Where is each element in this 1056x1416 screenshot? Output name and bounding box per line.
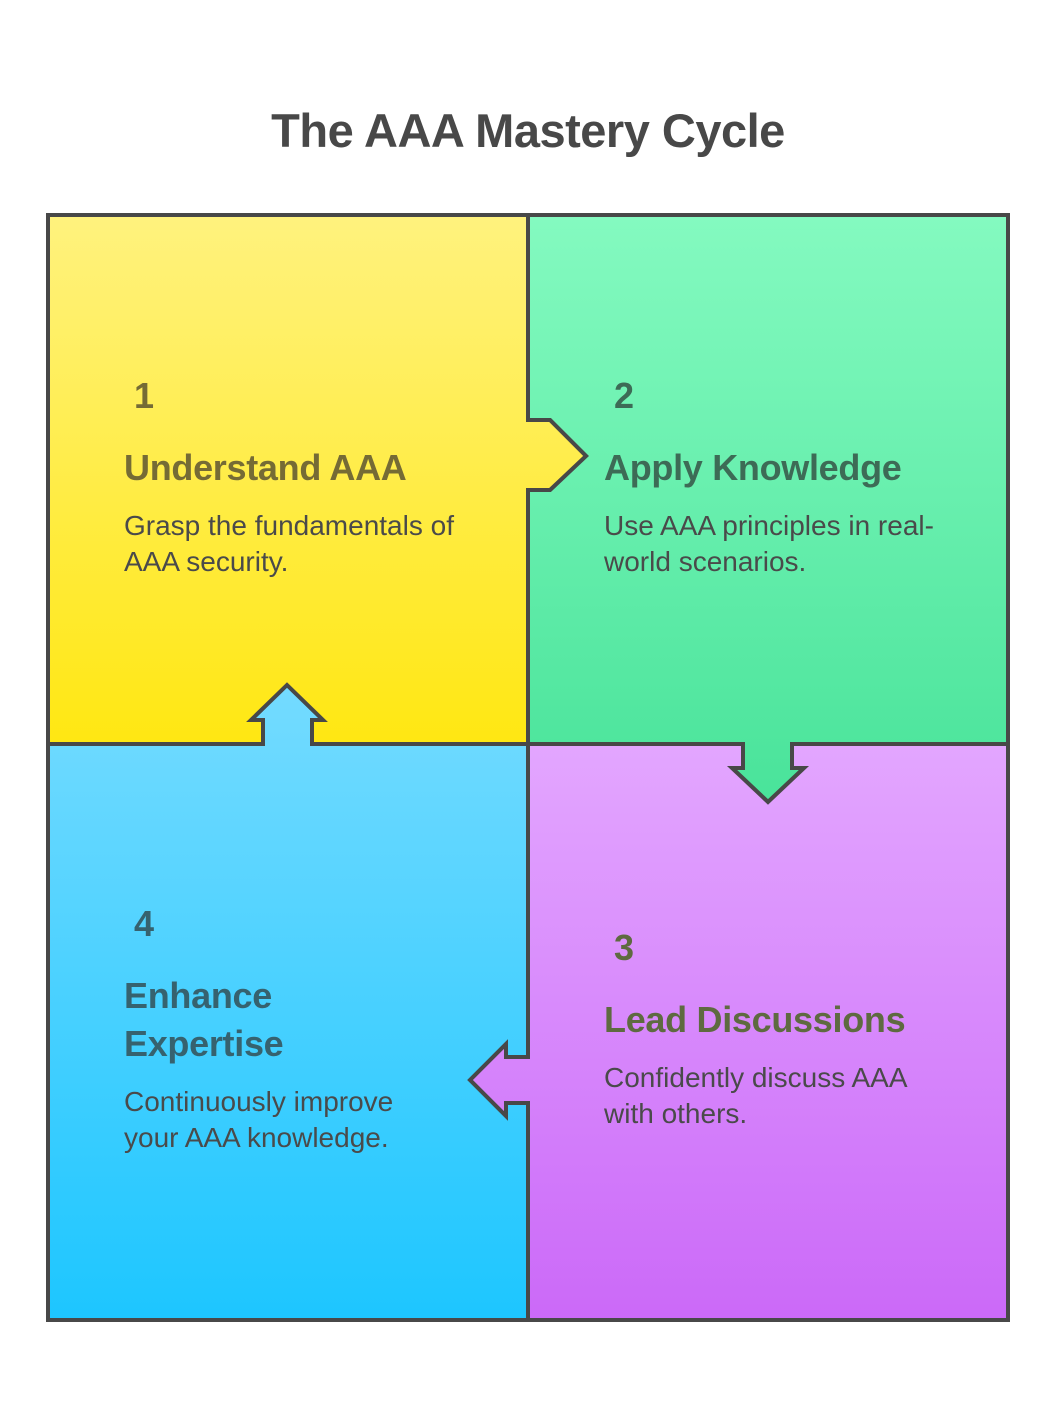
- step-description: Continuously improve your AAA knowledge.: [124, 1086, 394, 1153]
- step-heading: Apply Knowledge: [604, 447, 902, 488]
- step-2: 2 Apply Knowledge Use AAA principles in …: [604, 376, 944, 580]
- step-number: 4: [134, 903, 155, 944]
- step-heading: Enhance Expertise: [124, 975, 284, 1064]
- diagram-title: The AAA Mastery Cycle: [271, 104, 785, 157]
- step-4: 4 Enhance Expertise Continuously improve…: [124, 904, 424, 1156]
- step-description: Confidently discuss AAA with others.: [604, 1062, 906, 1129]
- step-heading: Lead Discussions: [604, 999, 906, 1040]
- step-number: 2: [614, 375, 635, 416]
- step-heading: Understand AAA: [124, 447, 407, 488]
- quadrant-1-shape: [46, 213, 589, 746]
- step-number: 1: [134, 375, 155, 416]
- step-number: 3: [614, 927, 635, 968]
- step-description: Use AAA principles in real-world scenari…: [604, 510, 934, 577]
- step-1: 1 Understand AAA Grasp the fundamentals …: [124, 376, 464, 580]
- diagram-frame: [46, 213, 1010, 1322]
- step-3: 3 Lead Discussions Confidently discuss A…: [604, 928, 944, 1132]
- step-description: Grasp the fundamentals of AAA security.: [124, 510, 454, 577]
